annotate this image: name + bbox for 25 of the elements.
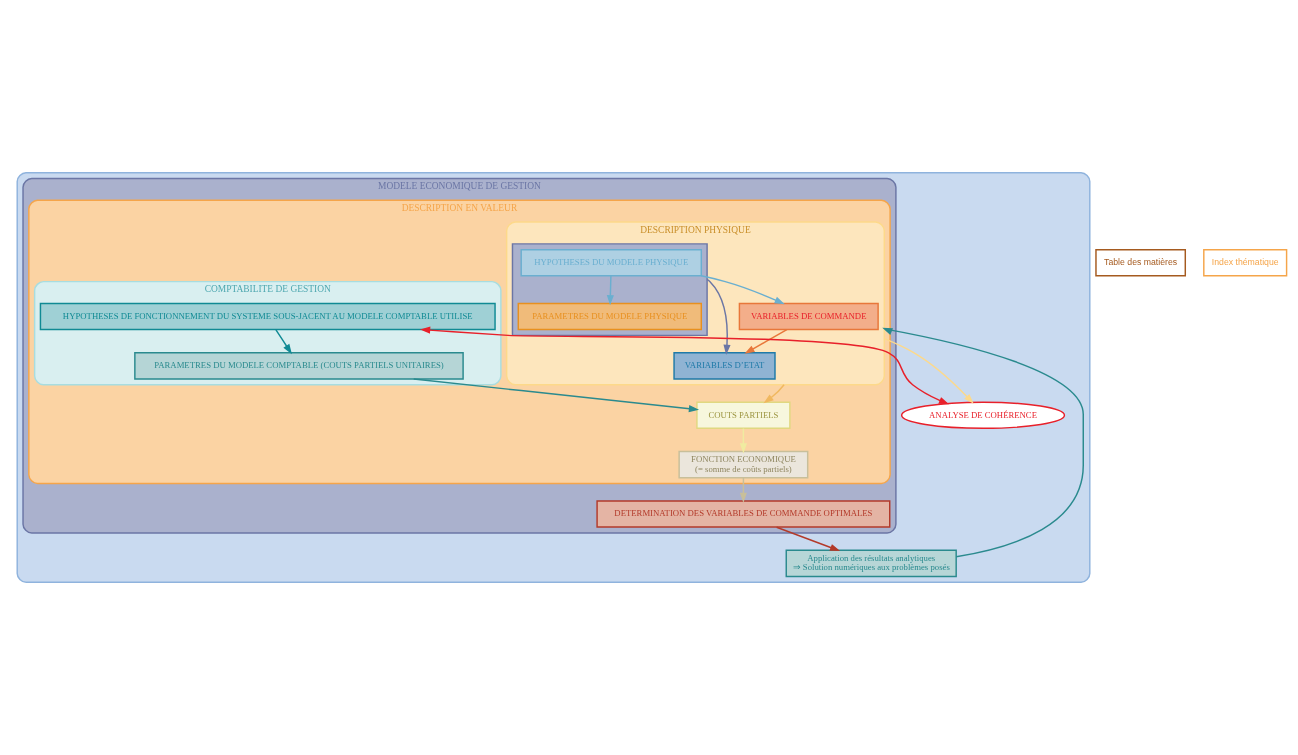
arrow <box>606 275 614 306</box>
cluster <box>16 172 1091 583</box>
node-box: HYPOTHESES DE FONCTIONNEMENT DU SYSTEME SOUS-JACENT AU MODELE COMPTABLE UTILISE <box>39 302 496 331</box>
arrow <box>763 384 785 404</box>
arrow <box>275 329 292 355</box>
arrow <box>882 327 1084 558</box>
node-box: VARIABLES D’ETAT <box>673 352 776 380</box>
node-box: COUTS PARTIELS <box>696 401 791 430</box>
node-box: FONCTION ECONOMIQUE (= somme de coûts partiels) <box>678 450 809 479</box>
node-box: PARAMETRES DU MODELE COMPTABLE (COUTS PARTIELS UNITAIRES) <box>134 352 464 380</box>
arrow <box>744 328 788 354</box>
arrow <box>700 275 785 305</box>
node-box: Index thématique <box>1203 248 1288 277</box>
arrow <box>420 326 950 405</box>
node-box: PARAMETRES DU MODELE PHYSIQUE <box>517 302 702 331</box>
cluster <box>511 243 708 337</box>
node-ellipse: ANALYSE DE COHÉRENCE <box>900 401 1066 430</box>
node-box: Application des résultats analytiques ⇒ Solution numériques aux problèmes posés <box>785 549 957 578</box>
arrow <box>706 278 731 355</box>
arrow <box>883 337 974 404</box>
arrow <box>413 378 700 413</box>
node-box: DETERMINATION DES VARIABLES DE COMMANDE OPTIMALES <box>596 500 891 528</box>
node-box: HYPOTHESES DU MODELE PHYSIQUE <box>520 248 702 277</box>
node-box: Table des matières <box>1095 248 1186 277</box>
node-box: VARIABLES DE COMMANDE <box>738 302 879 331</box>
